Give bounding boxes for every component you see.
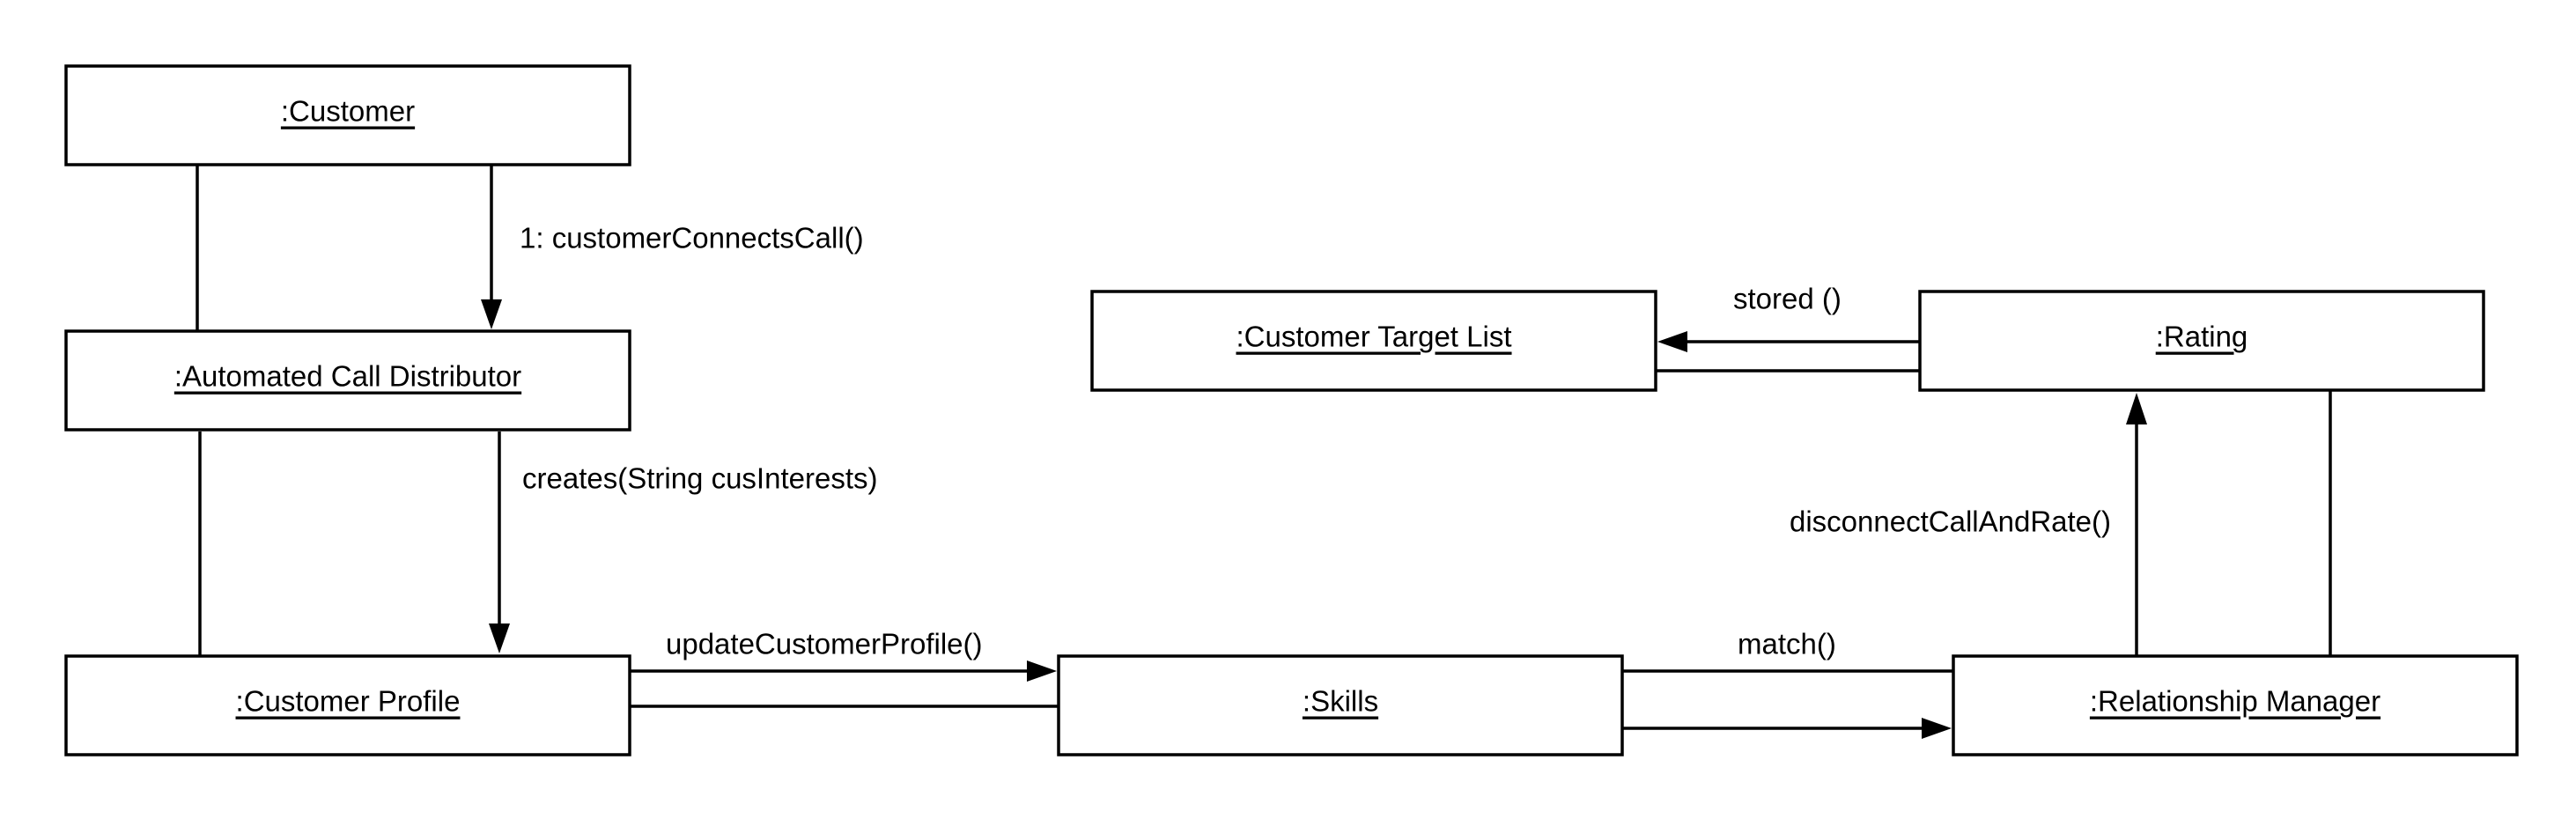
- object-automated-call-distributor: :Automated Call Distributor: [64, 329, 631, 432]
- arrowhead-match: [1922, 718, 1952, 739]
- arrowhead-customer-connects-call: [481, 299, 502, 329]
- object-relationship-manager-label: :Relationship Manager: [2090, 685, 2380, 718]
- object-skills: :Skills: [1057, 654, 1624, 756]
- object-skills-label: :Skills: [1303, 685, 1378, 718]
- message-label-update-profile: updateCustomerProfile(): [666, 628, 983, 660]
- object-rating: :Rating: [1918, 290, 2485, 392]
- message-label-connect: 1: customerConnectsCall(): [520, 222, 864, 255]
- object-rating-label: :Rating: [2156, 321, 2248, 353]
- object-customer-target-list-label: :Customer Target List: [1236, 321, 1511, 353]
- object-customer: :Customer: [64, 64, 631, 166]
- message-label-stored: stored (): [1733, 283, 1842, 315]
- object-customer-target-list: :Customer Target List: [1090, 290, 1657, 392]
- message-label-match: match(): [1738, 628, 1836, 660]
- object-customer-profile: :Customer Profile: [64, 654, 631, 756]
- object-customer-profile-label: :Customer Profile: [236, 685, 461, 718]
- object-relationship-manager: :Relationship Manager: [1952, 654, 2519, 756]
- arrowhead-stored: [1657, 331, 1687, 352]
- object-customer-label: :Customer: [281, 95, 415, 128]
- message-label-creates: creates(String cusInterests): [522, 462, 877, 495]
- message-label-disconnect: disconnectCallAndRate(): [1790, 505, 2111, 538]
- arrowhead-disconnect-and-rate: [2126, 393, 2147, 424]
- arrowhead-update-profile: [1027, 660, 1057, 682]
- arrowhead-creates: [489, 623, 510, 653]
- object-acd-label: :Automated Call Distributor: [174, 360, 521, 393]
